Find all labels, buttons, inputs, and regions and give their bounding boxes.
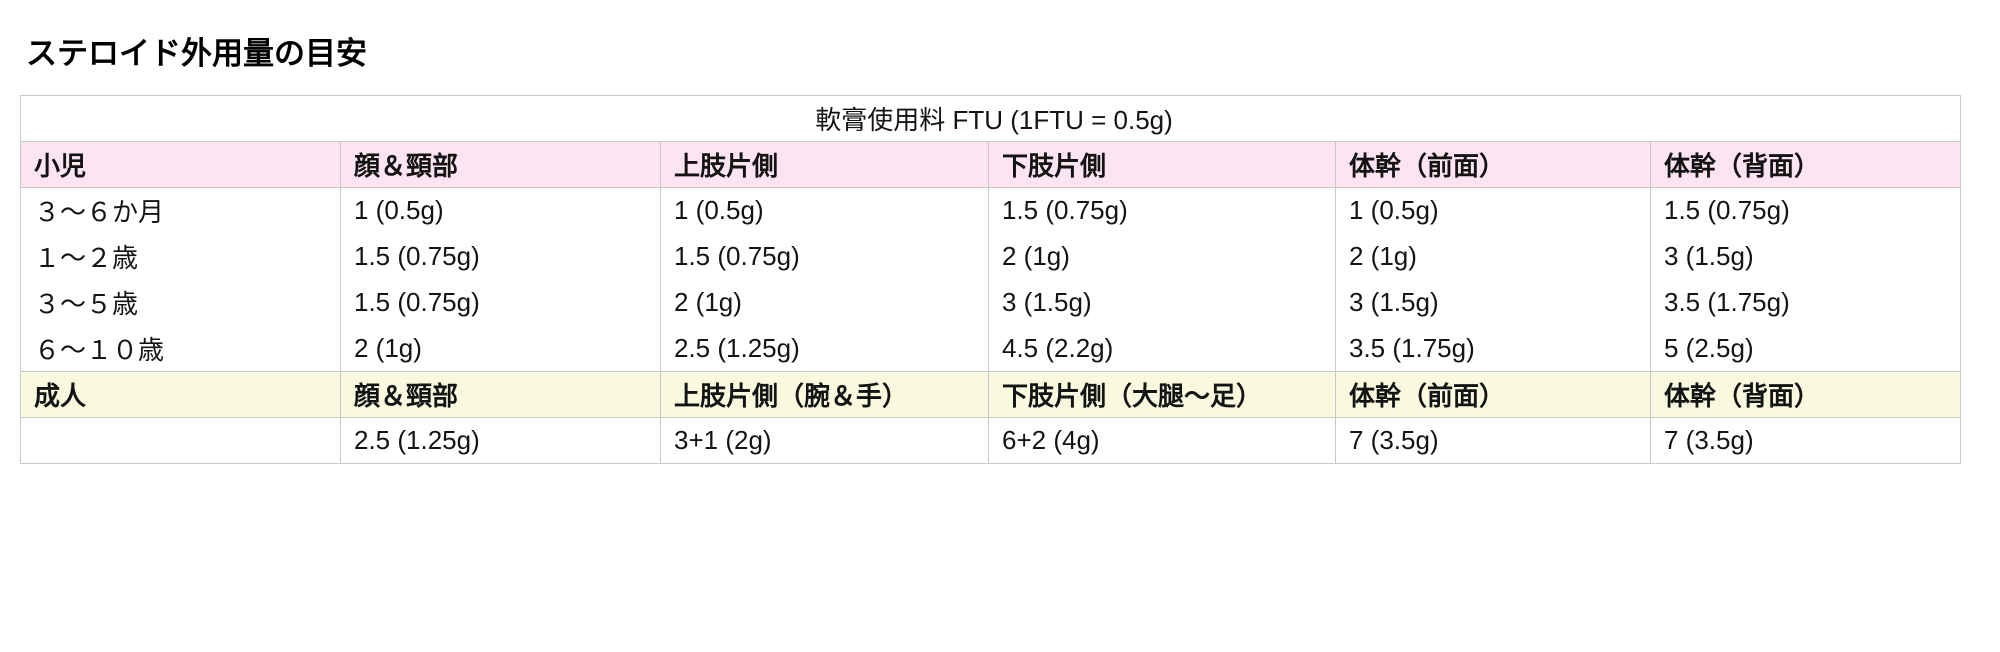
data-cell: 3.5 (1.75g) xyxy=(1649,279,1961,326)
table-caption: 軟膏使用料 FTU (1FTU = 0.5g) xyxy=(20,95,1961,142)
data-cell: 1.5 (0.75g) xyxy=(660,233,989,280)
data-cell: 1.5 (0.75g) xyxy=(1649,187,1961,234)
data-cell: 2 (1g) xyxy=(1335,233,1651,280)
table-row-age-3-5-years: ３〜５歳 1.5 (0.75g) 2 (1g) 3 (1.5g) 3 (1.5g… xyxy=(20,279,1961,326)
children-header-row: 小児 顔＆頸部 上肢片側 下肢片側 体幹（前面） 体幹（背面） xyxy=(20,141,1961,188)
col-header-lower-limb: 下肢片側 xyxy=(988,141,1336,188)
page: ステロイド外用量の目安 軟膏使用料 FTU (1FTU = 0.5g) 小児 顔… xyxy=(0,28,2000,652)
data-cell: 3.5 (1.75g) xyxy=(1335,325,1651,372)
data-cell: 2.5 (1.25g) xyxy=(660,325,989,372)
data-cell: 1.5 (0.75g) xyxy=(340,279,661,326)
data-cell: 6+2 (4g) xyxy=(988,417,1336,464)
row-label: ３〜５歳 xyxy=(34,289,139,319)
col-header-trunk-front: 体幹（前面） xyxy=(1335,371,1651,418)
data-cell: 1.5 (0.75g) xyxy=(988,187,1336,234)
table-row-adult: 2.5 (1.25g) 3+1 (2g) 6+2 (4g) 7 (3.5g) 7… xyxy=(20,417,1961,464)
data-cell: 3 (1.5g) xyxy=(1335,279,1651,326)
data-cell: 2 (1g) xyxy=(988,233,1336,280)
row-label: ３〜６か月 xyxy=(34,197,165,228)
data-cell: 2.5 (1.25g) xyxy=(340,417,661,464)
data-cell: 5 (2.5g) xyxy=(1649,325,1961,372)
col-header-face-neck: 顔＆頸部 xyxy=(340,371,661,418)
ftu-table: 軟膏使用料 FTU (1FTU = 0.5g) 小児 顔＆頸部 上肢片側 下肢片… xyxy=(20,95,1962,464)
data-cell: 7 (3.5g) xyxy=(1335,417,1651,464)
row-label-empty xyxy=(21,418,341,464)
col-header-trunk-back: 体幹（背面） xyxy=(1649,141,1961,188)
table-row-age-1-2-years: １〜２歳 1.5 (0.75g) 1.5 (0.75g) 2 (1g) 2 (1… xyxy=(20,233,1961,280)
page-title: ステロイド外用量の目安 xyxy=(26,36,367,71)
data-cell: 3 (1.5g) xyxy=(988,279,1336,326)
row-label: ６〜１０歳 xyxy=(34,334,165,365)
data-cell: 3 (1.5g) xyxy=(1649,233,1961,280)
adult-group-label: 成人 xyxy=(20,371,341,418)
col-header-trunk-back: 体幹（背面） xyxy=(1649,371,1961,418)
col-header-face-neck: 顔＆頸部 xyxy=(340,141,661,188)
col-header-trunk-front: 体幹（前面） xyxy=(1335,141,1651,188)
col-header-lower-limb-thigh-foot: 下肢片側（大腿〜足） xyxy=(988,371,1336,418)
data-cell: 2 (1g) xyxy=(340,325,661,372)
table-row-age-6-10-years: ６〜１０歳 2 (1g) 2.5 (1.25g) 4.5 (2.2g) 3.5 … xyxy=(20,325,1961,372)
col-header-upper-limb-arm-hand: 上肢片側（腕＆手） xyxy=(660,371,989,418)
table-row-age-3-6-months: ３〜６か月 1 (0.5g) 1 (0.5g) 1.5 (0.75g) 1 (0… xyxy=(20,187,1961,234)
data-cell: 1 (0.5g) xyxy=(340,187,661,234)
col-header-upper-limb: 上肢片側 xyxy=(660,141,989,188)
data-cell: 1.5 (0.75g) xyxy=(340,233,661,280)
adult-header-row: 成人 顔＆頸部 上肢片側（腕＆手） 下肢片側（大腿〜足） 体幹（前面） 体幹（背… xyxy=(20,371,1961,418)
children-group-label: 小児 xyxy=(20,141,341,188)
data-cell: 1 (0.5g) xyxy=(1335,187,1651,234)
row-label: １〜２歳 xyxy=(34,243,139,273)
data-cell: 7 (3.5g) xyxy=(1649,417,1961,464)
data-cell: 2 (1g) xyxy=(660,279,989,326)
data-cell: 1 (0.5g) xyxy=(660,187,989,234)
table-caption-row: 軟膏使用料 FTU (1FTU = 0.5g) xyxy=(20,95,1961,142)
data-cell: 3+1 (2g) xyxy=(660,417,989,464)
data-cell: 4.5 (2.2g) xyxy=(988,325,1336,372)
